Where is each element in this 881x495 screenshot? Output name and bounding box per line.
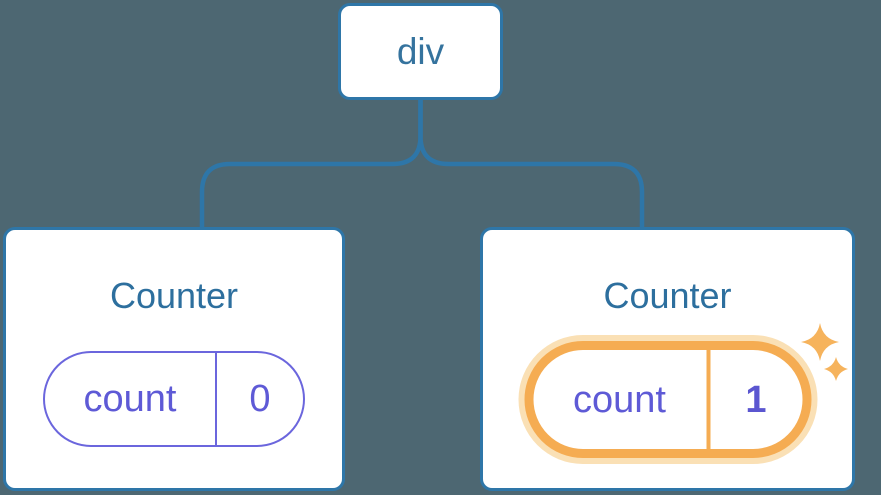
sparkle-large xyxy=(801,323,839,361)
state-value: 1 xyxy=(745,378,767,421)
sparkle-small xyxy=(824,357,848,381)
component-title: Counter xyxy=(109,275,239,316)
connector-right-branch xyxy=(418,98,645,227)
state-pill: count 0 xyxy=(43,351,305,447)
sparkle-icon xyxy=(801,323,848,381)
counter-card-left: Counter count 0 xyxy=(3,227,345,491)
root-node-div: div xyxy=(338,3,503,100)
counter-card-right: Counter count 1 xyxy=(480,227,855,491)
pill-divider xyxy=(215,353,217,445)
component-title: Counter xyxy=(603,275,732,316)
state-key-label: count xyxy=(83,378,177,420)
root-node-label: div xyxy=(396,30,445,72)
state-value: 0 xyxy=(249,378,271,420)
state-key-label: count xyxy=(573,378,666,421)
state-pill-highlighted: count 1 xyxy=(524,341,811,458)
pill-divider xyxy=(706,350,710,449)
connector-left-branch xyxy=(199,98,423,227)
